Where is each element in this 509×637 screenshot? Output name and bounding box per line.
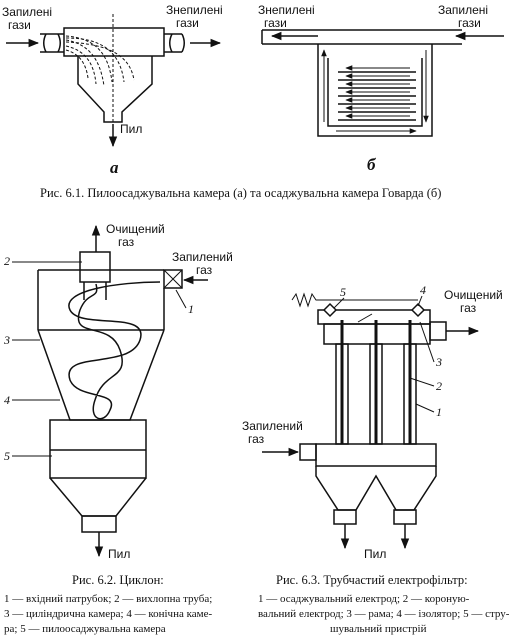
- a-inlet-pipe: [40, 33, 64, 53]
- fig3-legend-1: 1 — осаджувальний електрод; 2 — короную-: [258, 593, 470, 605]
- fig3-num-2: 2: [436, 379, 442, 393]
- fig2-caption: Рис. 6.2. Циклон:: [72, 573, 164, 587]
- fig3-legend-2: вальний електрод; 3 — рама; 4 — ізолятор…: [258, 608, 509, 620]
- fig3-legend-3: шувальний пристрій: [330, 623, 427, 635]
- insulator-left: [322, 302, 338, 318]
- fig2-num-5: 5: [4, 449, 10, 463]
- cyclone-cone: [37, 329, 165, 421]
- a-outlet-pipe: [164, 33, 182, 53]
- fig3-num-4: 4: [420, 283, 426, 297]
- fig3-num-1: 1: [436, 405, 442, 419]
- cyclone-spiral-flow: [68, 281, 161, 420]
- a-hopper: [77, 56, 153, 123]
- insulator-right: [410, 302, 426, 318]
- fig1-a-letter: а: [110, 158, 119, 177]
- cyclone-cylinder: [37, 270, 165, 330]
- a-chamber-top: [63, 27, 165, 57]
- fig3-num-3: 3: [435, 355, 442, 369]
- rapping-device: [291, 292, 334, 308]
- cyclone-inlet-box: [163, 269, 183, 289]
- fig1-a-dust-label: Пил: [120, 122, 142, 136]
- fig2-legend-2: 3 — циліндрична камера; 4 — конічна каме…: [4, 608, 213, 620]
- fig2-num-3: 3: [3, 333, 10, 347]
- cyclone-dust-chamber: [49, 419, 147, 479]
- settling-tubes: [335, 320, 417, 445]
- fig3-dust-label: Пил: [364, 547, 386, 561]
- fig1-b-letter: б: [367, 155, 377, 174]
- fig2-num-1: 1: [188, 302, 194, 316]
- cyclone-outlet-box: [79, 251, 111, 283]
- b-shelves: [338, 71, 416, 121]
- fig3-caption: Рис. 6.3. Трубчастий електрофільтр:: [276, 573, 468, 587]
- fig2-num-2: 2: [4, 254, 10, 268]
- b-flow-arrows: [321, 49, 429, 134]
- fig3-num-5: 5: [340, 285, 346, 299]
- fig1-caption: Рис. 6.1. Пилоосаджувальна камера (а) та…: [40, 186, 441, 200]
- fig2-dust-label: Пил: [108, 547, 130, 561]
- fig2-num-4: 4: [4, 393, 10, 407]
- fig2-legend-3: ра; 5 — пилоосаджувальна камера: [4, 623, 166, 635]
- fig2-legend-1: 1 — вхідний патрубок; 2 — вихлопна труба…: [4, 593, 212, 605]
